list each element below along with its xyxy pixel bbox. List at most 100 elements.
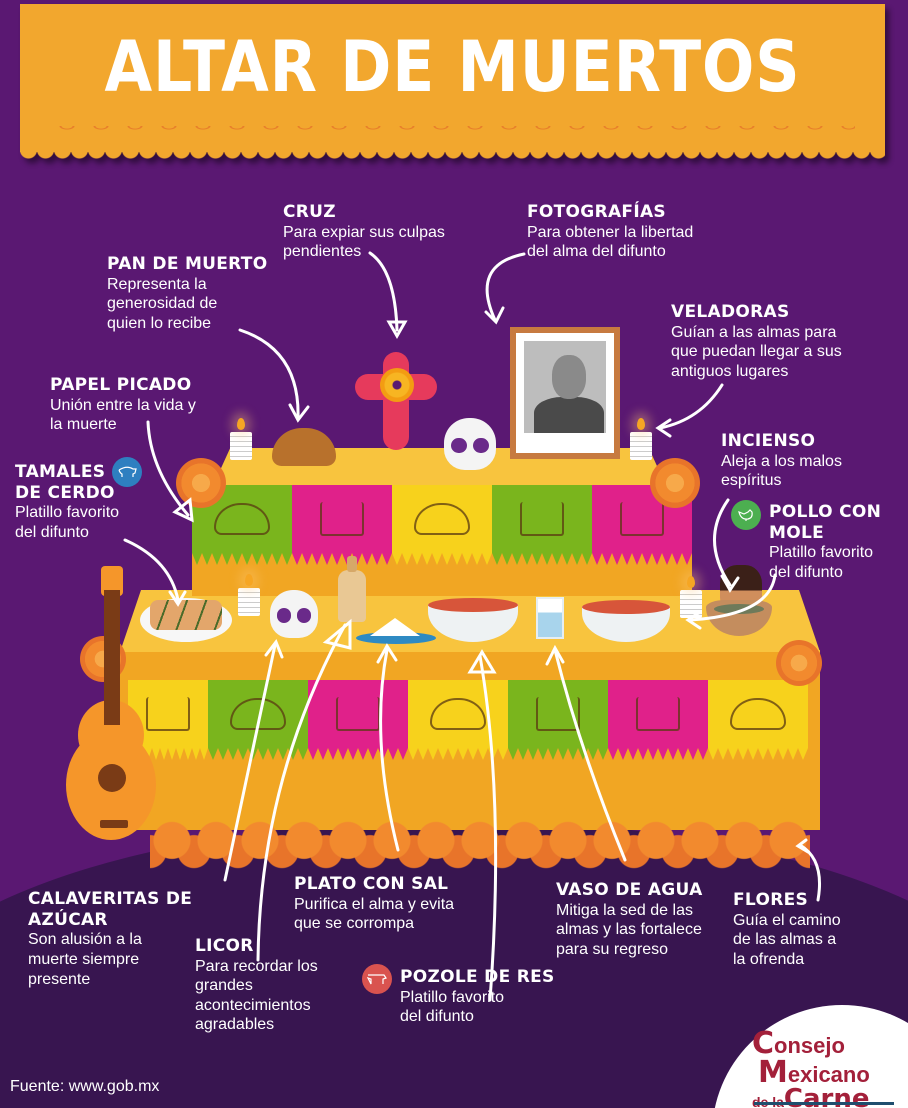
photo-mat [516, 333, 614, 453]
label-text: Mitiga la sed de las [556, 901, 693, 919]
guitar-head [101, 566, 123, 596]
label-heading: LICOR [195, 936, 254, 956]
label-text: quien lo recibe [107, 314, 212, 332]
logo-letter: C [752, 1026, 775, 1061]
label-papel-picado: PAPEL PICADO Unión entre la vida y la mu… [50, 375, 196, 435]
label-text: Para obtener la libertad [527, 223, 694, 241]
label-pollo-con-mole: POLLO CON MOLE Platillo favorito del dif… [769, 502, 881, 583]
label-heading: POLLO CON [769, 502, 882, 522]
label-text: Representa la [107, 275, 207, 293]
label-heading: DE CERDO [15, 482, 115, 503]
marigold-flower-icon [776, 640, 822, 686]
label-text: almas y las fortalece [556, 921, 702, 939]
liquor-bottle-icon [338, 556, 366, 622]
candles-motif-icon [536, 696, 580, 731]
candles-motif-icon [520, 501, 564, 536]
candle-icon [230, 418, 252, 460]
papel-picado-flag [308, 680, 408, 760]
label-text: Para recordar los [195, 957, 318, 975]
skull-eye [473, 437, 489, 454]
marigold-border [150, 818, 810, 874]
bread-motif-icon [230, 697, 286, 730]
papel-picado-upper [192, 485, 692, 565]
marigold-flower-icon [176, 458, 226, 508]
sugar-skull-icon [444, 418, 496, 470]
papel-picado-flag [208, 680, 308, 760]
beef-badge [362, 964, 392, 994]
label-text: Para expiar sus culpas [283, 223, 445, 241]
label-licor: LICOR Para recordar los grandes aconteci… [195, 936, 318, 1035]
bread-motif-icon [730, 697, 786, 730]
bread-motif-icon [414, 502, 470, 535]
skull-eye [296, 608, 312, 623]
label-fotografias: FOTOGRAFÍAS Para obtener la libertad del… [527, 202, 693, 262]
label-pan-de-muerto: PAN DE MUERTO Representa la generosidad … [107, 254, 267, 333]
label-text: la ofrenda [733, 950, 805, 968]
cow-icon [367, 974, 387, 985]
label-text: Purifica el alma y evita [294, 895, 455, 913]
label-veladoras: VELADORAS Guían a las almas para que pue… [671, 302, 842, 381]
label-heading: AZÚCAR [28, 909, 108, 930]
skull-eye [276, 608, 292, 623]
label-plato-con-sal: PLATO CON SAL Purifica el alma y evita q… [294, 874, 454, 934]
label-text: Son alusión a la [28, 931, 142, 949]
portrait-body [534, 397, 604, 433]
marigold-flower-icon [650, 458, 700, 508]
label-text: de las almas a [733, 931, 837, 949]
label-text: Platillo favorito [400, 988, 505, 1006]
papel-picado-flag [508, 680, 608, 760]
label-heading: FLORES [733, 890, 809, 910]
label-heading: CRUZ [283, 202, 336, 222]
candles-motif-icon [336, 696, 380, 731]
papel-picado-flag [292, 485, 392, 565]
label-incienso: INCIENSO Aleja a los malos espíritus [721, 431, 842, 491]
logo-word: exicano [787, 1061, 870, 1087]
candles-motif-icon [620, 501, 664, 536]
label-text: Guía el camino [733, 911, 841, 929]
label-text: del alma del difunto [527, 243, 666, 261]
source-credit: Fuente: www.gob.mx [10, 1078, 160, 1095]
papel-picado-flag [408, 680, 508, 760]
label-flores: FLORES Guía el camino de las almas a la … [733, 890, 841, 969]
pork-badge [112, 457, 142, 487]
pan-de-muerto-icon [272, 428, 336, 466]
title-banner: ALTAR DE MUERTOS [20, 4, 885, 162]
label-text: grandes [195, 977, 253, 995]
label-heading: VASO DE AGUA [556, 880, 703, 900]
label-heading: MOLE [769, 522, 825, 543]
label-heading: VELADORAS [671, 302, 790, 322]
label-text: muerte siempre [28, 950, 140, 968]
label-text: acontecimientos [195, 996, 311, 1014]
papel-picado-flag [392, 485, 492, 565]
label-heading: POZOLE DE RES [400, 967, 555, 987]
guitar-bridge [100, 820, 128, 828]
label-calaveritas: CALAVERITAS DE AZÚCAR Son alusión a la m… [28, 889, 192, 989]
papel-picado-flag [608, 680, 708, 760]
candle-icon [238, 574, 260, 616]
bread-motif-icon [214, 502, 270, 535]
label-heading: PAPEL PICADO [50, 375, 192, 395]
cross-flower-icon [380, 368, 414, 402]
water-glass-icon [536, 597, 564, 639]
label-text: del difunto [15, 523, 89, 541]
label-text: del difunto [400, 1008, 474, 1026]
guitar-sound-hole [98, 764, 126, 792]
portrait-head [552, 355, 586, 399]
label-text: Guían a las almas para [671, 323, 837, 341]
label-cruz: CRUZ Para expiar sus culpas pendientes [283, 202, 445, 262]
candle-icon [630, 418, 652, 460]
papel-picado-flag [492, 485, 592, 565]
candles-motif-icon [146, 696, 190, 731]
candle-icon [680, 576, 702, 618]
label-heading: INCIENSO [721, 431, 816, 451]
banner-decoration [50, 126, 855, 134]
label-text: generosidad de [107, 295, 218, 313]
papel-picado-flag [708, 680, 808, 760]
pig-icon [118, 466, 137, 477]
tamales-icon [150, 600, 222, 630]
label-tamales: TAMALES DE CERDO Platillo favorito del d… [15, 462, 119, 543]
label-heading: TAMALES [15, 462, 106, 482]
label-pozole-de-res: POZOLE DE RES Platillo favorito del difu… [400, 967, 555, 1027]
label-text: Unión entre la vida y [50, 396, 196, 414]
label-text: pendientes [283, 243, 362, 261]
